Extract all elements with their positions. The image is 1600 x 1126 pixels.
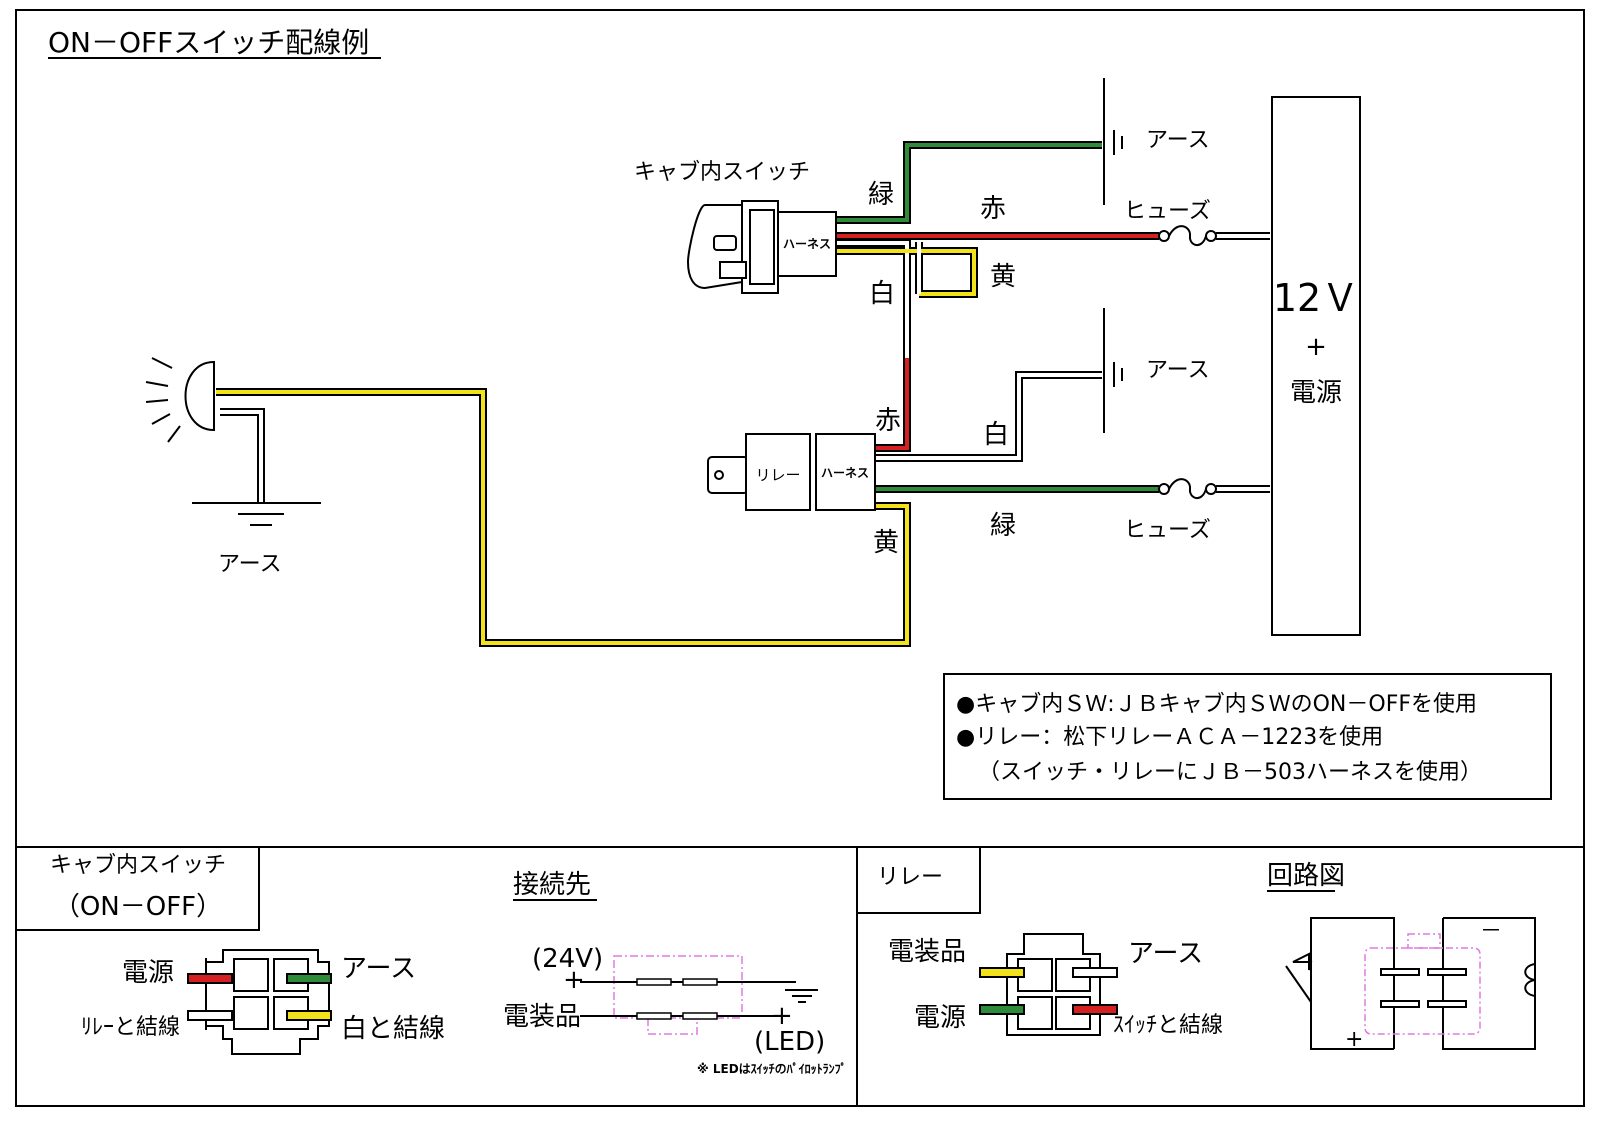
wire-yellow-switch — [836, 249, 976, 296]
switch-pin-relay: ﾘﾚｰと結線 — [81, 1015, 180, 1040]
note-line-3: （スイッチ・リレーにＪＢ－503ハーネスを使用） — [978, 760, 1482, 785]
cab-switch-header-box: キャブ内スイッチ （ON－OFF） — [16, 847, 260, 931]
switch-harness-box — [777, 211, 837, 277]
switch-connector — [187, 949, 332, 1055]
wire-lamp-ground — [220, 410, 263, 503]
relay-harness-box — [815, 433, 876, 511]
power-supply-box — [1271, 96, 1361, 636]
conn-equipment: 電装品 — [503, 1002, 581, 1032]
relay-harness-label: ハーネス — [821, 466, 869, 480]
ground-symbol-lamp — [192, 502, 321, 526]
circuit-schematic — [1285, 917, 1536, 1050]
cab-switch-label: キャブ内スイッチ — [634, 160, 810, 185]
wire-white-relay — [875, 373, 1102, 460]
conn-voltage: (24V) — [532, 944, 603, 974]
relay-label: リレー — [755, 466, 800, 484]
switch-pin-ground: アース — [341, 954, 416, 984]
power-label: 電源 — [1290, 378, 1342, 408]
switch-harness-label: ハーネス — [783, 237, 831, 251]
label-red-relay: 赤 — [875, 406, 901, 436]
conn-plus-bottom: + — [771, 1001, 793, 1031]
circuit-minus: － — [1480, 919, 1502, 944]
label-white-relay: 白 — [983, 420, 1009, 450]
ground-symbol-top — [1103, 78, 1123, 205]
cab-switch-header-line1: キャブ内スイッチ — [50, 853, 226, 878]
wire-white-switch — [836, 241, 909, 358]
fuse-top — [1158, 225, 1217, 246]
label-fuse-top: ヒューズ — [1124, 199, 1211, 224]
label-red-top: 赤 — [980, 194, 1006, 224]
label-green-relay: 緑 — [990, 511, 1016, 541]
label-yellow-top: 黄 — [990, 262, 1016, 292]
relay-pin-power: 電源 — [914, 1003, 966, 1033]
relay-pin-switch: ｽｲｯﾁと結線 — [1113, 1013, 1223, 1038]
lamp-icon — [145, 357, 215, 443]
wire-red-relay — [875, 358, 909, 450]
label-yellow-relay: 黄 — [873, 528, 899, 558]
switch-pin-power: 電源 — [122, 958, 174, 988]
circuit-title: 回路図 — [1267, 861, 1345, 891]
label-ground-mid: アース — [1146, 358, 1210, 383]
wire-yellow-relay-outline — [216, 388, 911, 647]
wiring — [216, 141, 1270, 647]
relay-connector — [979, 933, 1118, 1036]
relay-pin-equipment: 電装品 — [888, 937, 966, 967]
conn-footnote: ※ LEDはｽｲｯﾁのﾊﾟｲﾛｯﾄﾗﾝﾌﾟ — [697, 1061, 847, 1076]
cab-switch — [686, 200, 837, 294]
wire-lamp-ground-outline — [220, 408, 265, 503]
relay-header: リレー — [877, 865, 943, 890]
relay-box — [745, 433, 811, 511]
note-line-1: ●キャブ内ＳＷ:ＪＢキャブ内ＳＷのON－OFFを使用 — [956, 692, 1477, 717]
connection-title: 接続先 — [513, 870, 591, 900]
relay-pin-ground: アース — [1128, 939, 1203, 969]
label-ground-lamp: アース — [218, 552, 282, 577]
conn-plus-top: + — [563, 965, 585, 995]
connection-schematic — [580, 955, 818, 1035]
conn-led: (LED) — [754, 1027, 825, 1057]
label-fuse-bottom: ヒューズ — [1124, 518, 1211, 543]
notes-box — [943, 673, 1552, 800]
note-line-2: ●リレー：松下リレーＡＣＡ－1223を使用 — [956, 725, 1383, 750]
power-plus: + — [1305, 332, 1327, 362]
ground-symbol-mid — [1103, 308, 1123, 433]
relay-header-box: リレー — [857, 847, 981, 914]
relay — [707, 433, 876, 511]
label-ground-top: アース — [1146, 128, 1210, 153]
fuse-bottom — [1158, 478, 1217, 499]
switch-pin-white: 白と結線 — [341, 1014, 445, 1044]
sheet-frame — [15, 9, 1585, 1107]
circuit-plus: + — [1345, 1027, 1363, 1052]
power-voltage: 12Ｖ — [1273, 276, 1359, 320]
label-white-top: 白 — [869, 279, 895, 309]
label-green-top: 緑 — [868, 180, 894, 210]
wire-yellow-relay — [216, 390, 909, 645]
cab-switch-header-line2: （ON－OFF） — [54, 892, 222, 922]
page-title: ON－OFFスイッチ配線例 — [48, 26, 369, 59]
wire-green-top — [836, 143, 1102, 222]
